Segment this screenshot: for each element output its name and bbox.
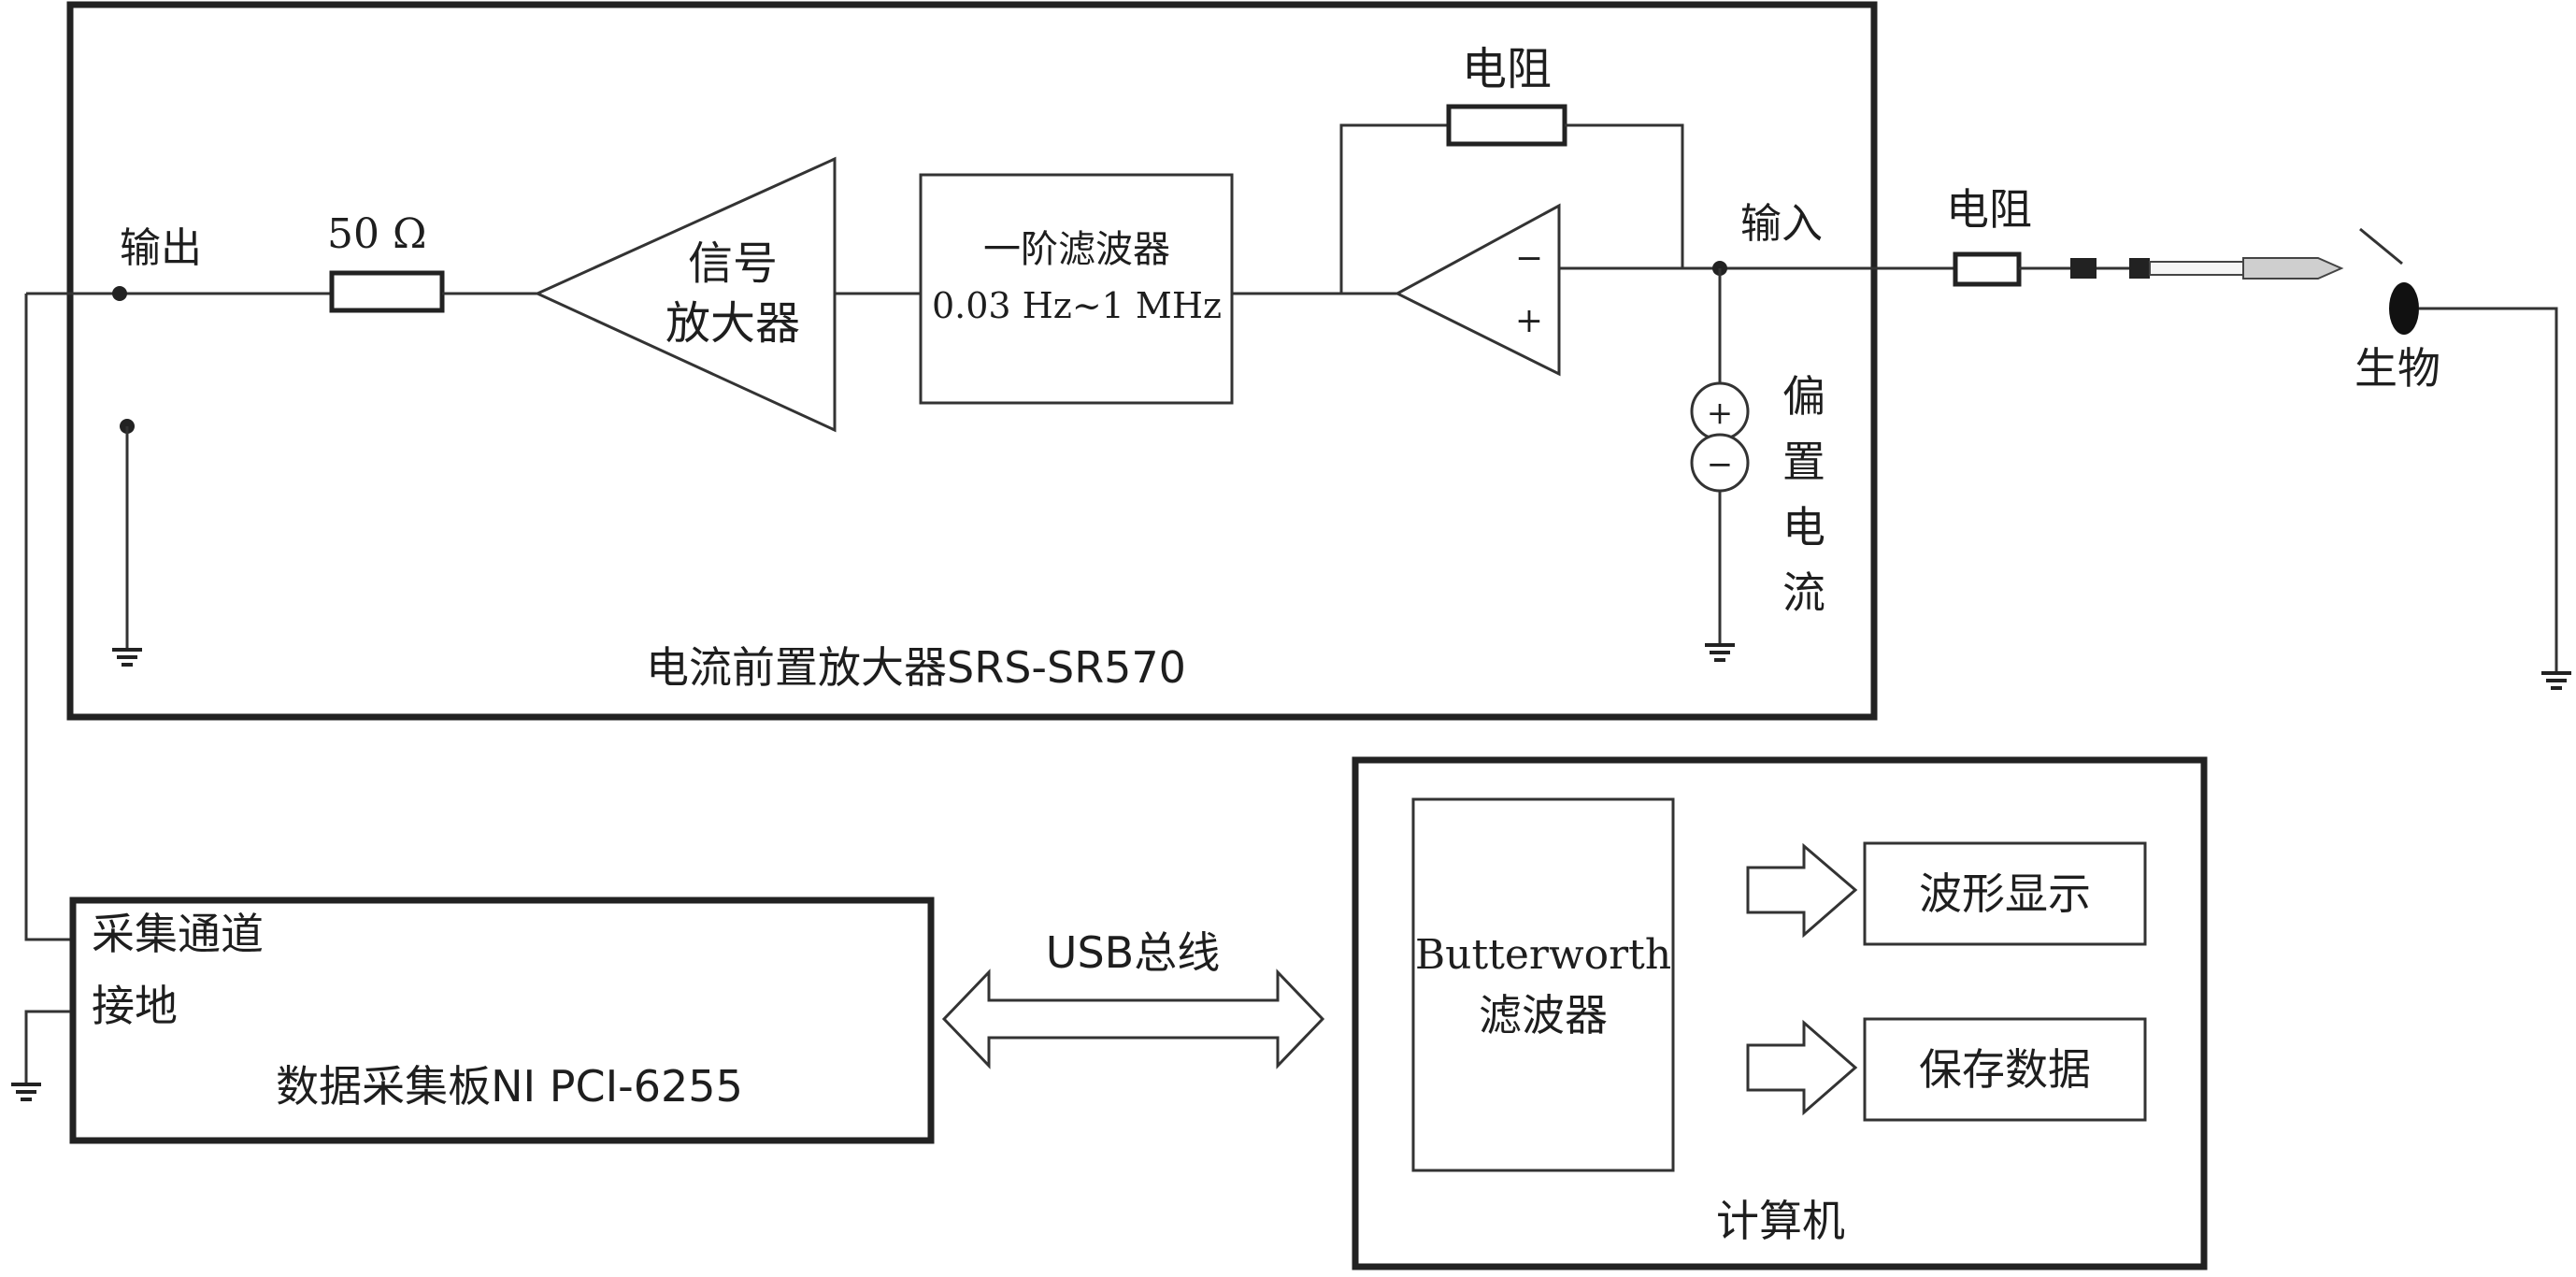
signal-amplifier-label-2: 放大器 — [665, 297, 800, 350]
daq-channel-label: 采集通道 — [92, 909, 264, 959]
output-label: 输出 — [120, 224, 202, 272]
butterworth-filter — [1411, 797, 1675, 1172]
organism-icon — [2389, 282, 2419, 335]
bias-plus: + — [1707, 395, 1734, 432]
bias-label-2: 置 — [1782, 437, 1825, 487]
feedback-loop — [1339, 104, 1684, 294]
output-node — [112, 286, 127, 301]
bias-current-source — [1690, 268, 1750, 662]
computer-title: 计算机 — [1716, 1196, 1845, 1246]
daq-ground-label: 接地 — [92, 981, 178, 1031]
input-label: 输入 — [1740, 200, 1823, 248]
op-amp-minus: − — [1515, 239, 1543, 278]
organism-ground-icon — [2540, 671, 2573, 690]
usb-bus-label: USB总线 — [1046, 927, 1220, 978]
organism — [2359, 227, 2573, 690]
usb-bus-arrow — [941, 969, 1325, 1069]
display-arrow — [1746, 842, 1858, 939]
output-wire — [26, 286, 332, 301]
op-amp — [1394, 203, 1561, 377]
amplifier-ground-icon — [110, 648, 144, 667]
butterworth-label-2: 滤波器 — [1479, 990, 1608, 1040]
filter-label-2: 0.03 Hz~1 MHz — [932, 285, 1222, 326]
resistor-50-ohm — [329, 270, 537, 313]
save-data-label: 保存数据 — [1919, 1044, 2091, 1095]
amplifier-box — [66, 1, 1878, 721]
first-order-filter — [919, 173, 1234, 405]
amplifier-ground — [110, 419, 144, 667]
bias-ground-icon — [1703, 643, 1737, 662]
daq-ground-icon — [9, 1083, 43, 1101]
signal-amplifier — [534, 156, 837, 433]
feedback-resistor-label: 电阻 — [1462, 43, 1552, 95]
bias-minus: − — [1707, 446, 1734, 483]
waveform-display-label: 波形显示 — [1919, 868, 2091, 919]
daq-title: 数据采集板NI PCI-6255 — [276, 1061, 743, 1112]
feedback-resistor — [1446, 104, 1567, 147]
save-arrow — [1746, 1019, 1858, 1116]
bias-label-3: 电 — [1782, 502, 1825, 552]
bias-label-1: 偏 — [1782, 371, 1825, 422]
butterworth-label-1: Butterworth — [1415, 931, 1671, 979]
signal-amplifier-label-1: 信号 — [688, 237, 778, 290]
op-amp-plus: + — [1515, 302, 1543, 340]
bias-label-4: 流 — [1782, 567, 1825, 618]
probe-resistor — [1953, 251, 2070, 287]
electrode-probe — [2070, 257, 2344, 280]
computer-box — [1352, 756, 2208, 1270]
daq-ground-wire — [24, 1010, 70, 1084]
daq-board — [69, 897, 935, 1144]
save-data-box — [1863, 1017, 2147, 1122]
organism-label: 生物 — [2354, 343, 2440, 394]
filter-label-1: 一阶滤波器 — [983, 228, 1170, 271]
amplifier-title: 电流前置放大器SRS-SR570 — [646, 642, 1186, 693]
resistor-50-label: 50 Ω — [327, 210, 426, 258]
probe-resistor-label: 电阻 — [1946, 184, 2032, 235]
daq-channel-wire — [24, 294, 70, 941]
waveform-display-box — [1863, 841, 2147, 946]
